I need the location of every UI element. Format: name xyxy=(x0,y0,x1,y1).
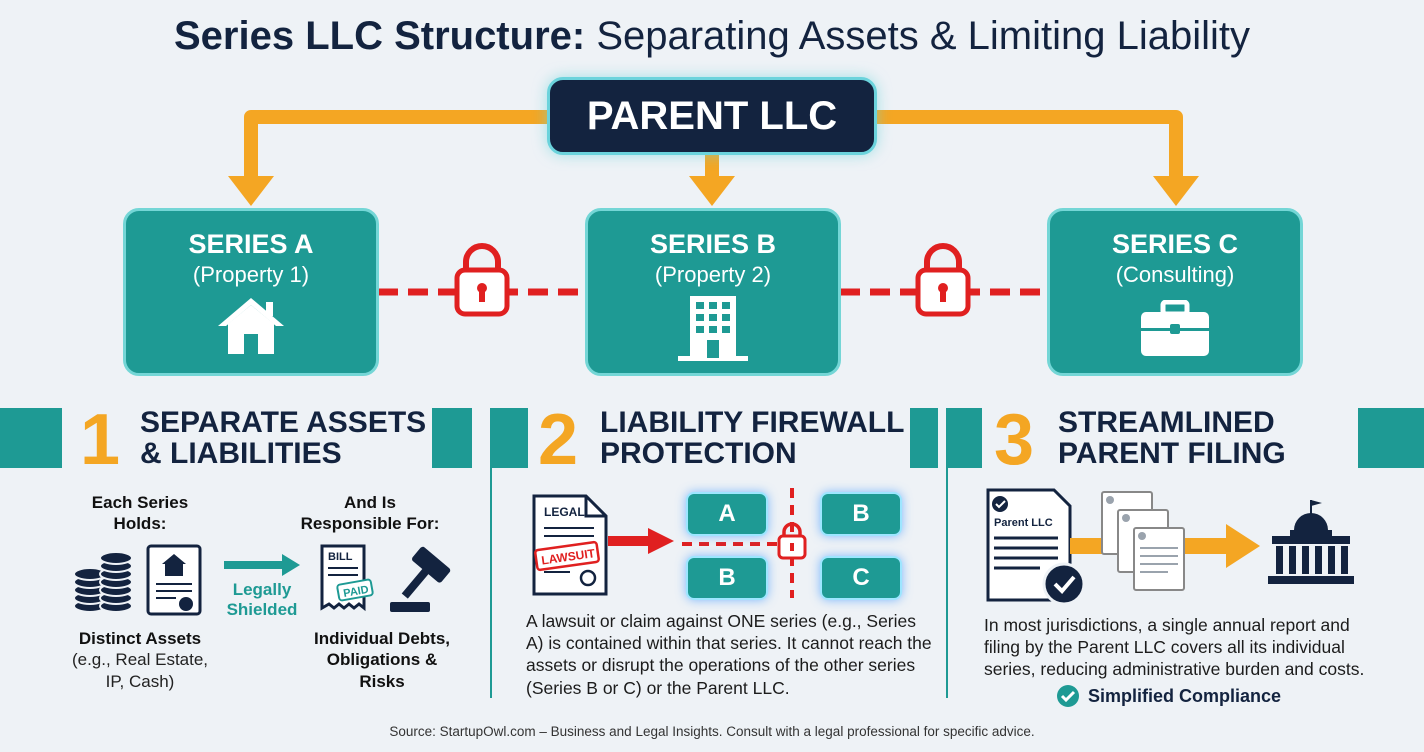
series-name: SERIES C xyxy=(1111,229,1239,259)
filing-description: In most jurisdictions, a single annual r… xyxy=(984,615,1365,680)
simplified-compliance-label: Simplified Compliance xyxy=(1088,685,1282,706)
assets-description: (e.g., Real Estate, IP, Cash) xyxy=(71,650,209,691)
parent-llc-label: PARENT LLC xyxy=(586,93,838,138)
arrow-to-series-c xyxy=(877,110,1183,178)
deed-document-icon xyxy=(146,544,202,616)
stacked-documents-icon xyxy=(1101,491,1185,591)
government-building-icon xyxy=(1268,500,1354,584)
responsible-label: And Is Responsible For: xyxy=(300,493,440,534)
section-band xyxy=(0,408,62,468)
lock-icon xyxy=(915,243,971,317)
svg-text:LEGAL: LEGAL xyxy=(544,505,585,519)
house-icon xyxy=(126,294,376,361)
series-subtitle: (Property 2) xyxy=(654,262,772,287)
section-divider xyxy=(946,408,948,698)
section-band xyxy=(432,408,472,468)
coins-icon xyxy=(73,551,133,613)
section-band xyxy=(1358,408,1424,468)
assets-title: Distinct Assets xyxy=(78,629,202,648)
svg-text:BILL: BILL xyxy=(328,551,353,563)
bill-icon: BILL PAID xyxy=(320,544,374,612)
series-b-box-small: B xyxy=(820,492,902,536)
svg-text:Parent LLC: Parent LLC xyxy=(994,517,1053,529)
lawsuit-document-icon: LEGAL LAWSUIT xyxy=(532,494,674,596)
firewall-description: A lawsuit or claim against ONE series (e… xyxy=(526,611,932,698)
section-divider xyxy=(490,408,492,698)
connector-arrows xyxy=(228,110,1199,317)
section-number: 3 xyxy=(994,400,1035,480)
firewall-diagram xyxy=(682,488,807,598)
series-c-box: SERIES C (Consulting) xyxy=(1047,208,1303,376)
source-footer: Source: StartupOwl.com – Business and Le… xyxy=(389,724,1035,739)
series-subtitle: (Property 1) xyxy=(192,262,310,287)
series-b-box-small: B xyxy=(686,556,768,600)
series-name: SERIES B xyxy=(649,229,777,259)
section-band xyxy=(946,408,982,468)
gavel-icon xyxy=(390,546,451,612)
section-band xyxy=(910,408,938,468)
series-subtitle: (Consulting) xyxy=(1115,262,1235,287)
debts-title: Individual Debts, Obligations & Risks xyxy=(313,629,451,691)
section-title: SEPARATE ASSETS& LIABILITIES xyxy=(140,406,427,470)
arrow-right-icon xyxy=(224,554,300,576)
page-title: Series LLC Structure: Separating Assets … xyxy=(173,14,1250,58)
check-circle-icon xyxy=(1057,685,1079,707)
arrow-to-series-a xyxy=(244,110,547,178)
series-b-box: SERIES B (Property 2) xyxy=(585,208,841,376)
parent-llc-document-icon: Parent LLC xyxy=(986,488,1084,606)
parent-llc-box: PARENT LLC xyxy=(547,77,877,155)
series-name: SERIES A xyxy=(188,229,314,259)
series-c-box-small: C xyxy=(820,556,902,600)
holds-label: Each Series Holds: xyxy=(91,493,189,534)
distinct-assets: Distinct Assets (e.g., Real Estate, IP, … xyxy=(62,628,218,692)
simplified-compliance-badge: Simplified Compliance xyxy=(1056,684,1281,708)
svg-text:PAID: PAID xyxy=(342,584,369,600)
section-band xyxy=(490,408,528,468)
building-icon xyxy=(588,294,838,367)
section-number: 1 xyxy=(80,400,121,480)
lock-icon xyxy=(454,243,510,317)
series-a-box-small: A xyxy=(686,492,768,536)
section-number: 2 xyxy=(538,400,579,480)
series-a-box: SERIES A (Property 1) xyxy=(123,208,379,376)
briefcase-icon xyxy=(1050,299,1300,363)
